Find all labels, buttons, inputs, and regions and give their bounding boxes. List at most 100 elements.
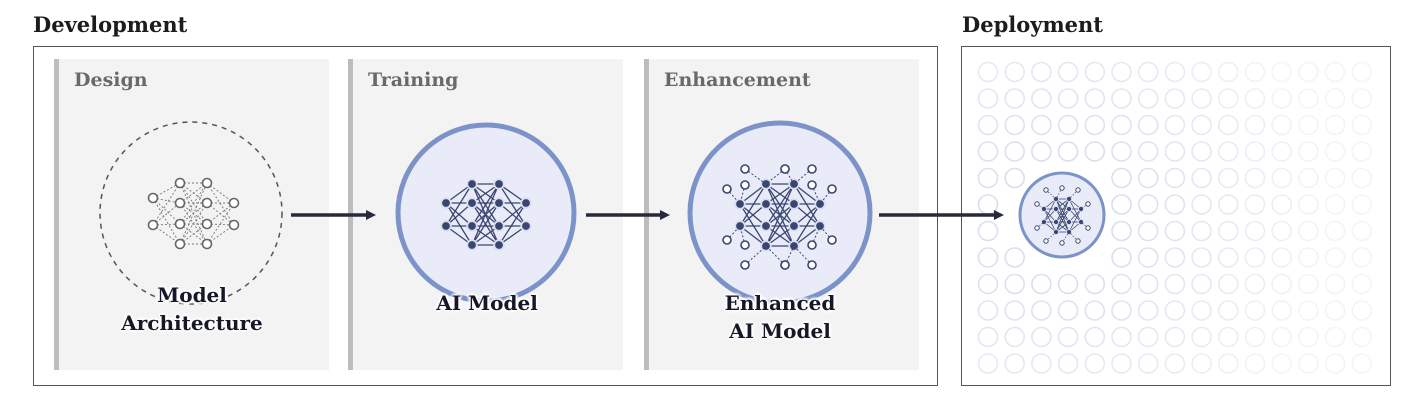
- grid-circle: [1031, 88, 1052, 109]
- network-edge: [152, 197, 181, 245]
- network-node: [201, 177, 213, 189]
- grid-circle: [1271, 300, 1292, 321]
- network-node: [466, 239, 478, 251]
- grid-circle: [1191, 167, 1212, 189]
- grid-circle: [1244, 220, 1266, 242]
- network-node: [722, 184, 732, 194]
- grid-circle: [1004, 61, 1026, 83]
- grid-circle: [1191, 273, 1212, 295]
- grid-circle: [1244, 61, 1266, 83]
- grid-circle: [1191, 61, 1212, 83]
- grid-circle: [977, 61, 999, 83]
- network-edge: [1043, 208, 1057, 233]
- network-node: [1043, 238, 1049, 244]
- network-node: [760, 220, 772, 232]
- grid-circle: [1298, 114, 1319, 136]
- network-edge: [739, 203, 767, 247]
- enhanced-ai-model-label: Enhanced AI Model: [724, 291, 836, 343]
- network-node: [1059, 185, 1065, 191]
- grid-circle: [1031, 61, 1052, 83]
- grid-circle: [1111, 167, 1132, 189]
- grid-circle: [1137, 247, 1159, 268]
- grid-circle: [1191, 194, 1212, 215]
- grid-circle: [1244, 353, 1266, 374]
- network-node: [440, 220, 452, 232]
- grid-circle: [1164, 326, 1186, 348]
- network-node: [807, 240, 817, 250]
- grid-circle: [1057, 114, 1079, 136]
- grid-circle: [1084, 141, 1106, 162]
- network-node: [780, 260, 790, 270]
- network-node: [1052, 218, 1060, 226]
- grid-circle: [1351, 300, 1373, 321]
- grid-circle: [1164, 61, 1186, 83]
- grid-circle: [1324, 326, 1346, 348]
- grid-circle: [1244, 141, 1266, 162]
- grid-circle: [1084, 88, 1106, 109]
- network-node: [201, 197, 213, 209]
- grid-circle: [977, 114, 999, 136]
- grid-circle: [1351, 326, 1373, 348]
- grid-circle: [1324, 300, 1346, 321]
- network-edge: [445, 202, 473, 227]
- grid-circle: [1057, 273, 1079, 295]
- grid-circle: [1137, 88, 1159, 109]
- deployment-grid: [977, 61, 1373, 374]
- grid-circle: [1271, 167, 1292, 189]
- network-node: [493, 178, 505, 190]
- network-node: [807, 164, 817, 174]
- network-edge: [152, 224, 181, 245]
- network-node: [740, 180, 750, 190]
- grid-circle: [1137, 353, 1159, 374]
- network-node: [1085, 225, 1091, 231]
- network-node: [466, 178, 478, 190]
- grid-circle: [1298, 88, 1319, 109]
- grid-circle: [1164, 273, 1186, 295]
- network-edge: [498, 202, 527, 227]
- grid-circle: [1351, 61, 1373, 83]
- network-edge: [445, 183, 473, 227]
- grid-circle: [1351, 247, 1373, 268]
- network-node: [466, 220, 478, 232]
- grid-circle: [1004, 300, 1026, 321]
- grid-circle: [1271, 326, 1292, 348]
- grid-circle: [1351, 273, 1373, 295]
- network-node: [788, 198, 800, 210]
- grid-circle: [1324, 273, 1346, 295]
- grid-circle: [1351, 220, 1373, 242]
- grid-circle: [1164, 300, 1186, 321]
- grid-circle: [1271, 220, 1292, 242]
- grid-circle: [1084, 61, 1106, 83]
- network-node: [493, 220, 505, 232]
- network-node: [827, 184, 837, 194]
- network-edge: [739, 183, 767, 227]
- grid-circle: [1164, 353, 1186, 374]
- network-node: [760, 198, 772, 210]
- grid-circle: [1298, 326, 1319, 348]
- grid-circle: [1324, 247, 1346, 268]
- grid-circle: [1218, 353, 1239, 374]
- grid-circle: [1324, 88, 1346, 109]
- network-edge: [1055, 198, 1070, 233]
- grid-circle: [1324, 167, 1346, 189]
- grid-circle: [1084, 273, 1106, 295]
- network-node: [1075, 187, 1081, 193]
- grid-circle: [1218, 114, 1239, 136]
- network-node: [734, 220, 746, 232]
- grid-circle: [1111, 141, 1132, 162]
- design-title: Design: [74, 69, 148, 91]
- network-edge: [1043, 198, 1057, 223]
- grid-circle: [1004, 247, 1026, 268]
- grid-circle: [1244, 326, 1266, 348]
- grid-circle: [1137, 61, 1159, 83]
- grid-circle: [1004, 88, 1026, 109]
- network-node: [788, 220, 800, 232]
- network-node: [1065, 218, 1073, 226]
- network-node: [1043, 187, 1049, 193]
- grid-circle: [1244, 194, 1266, 215]
- network-node: [740, 260, 750, 270]
- network-edge: [445, 202, 473, 246]
- grid-circle: [1218, 300, 1239, 321]
- network-node: [228, 219, 240, 231]
- network-node: [1085, 201, 1091, 207]
